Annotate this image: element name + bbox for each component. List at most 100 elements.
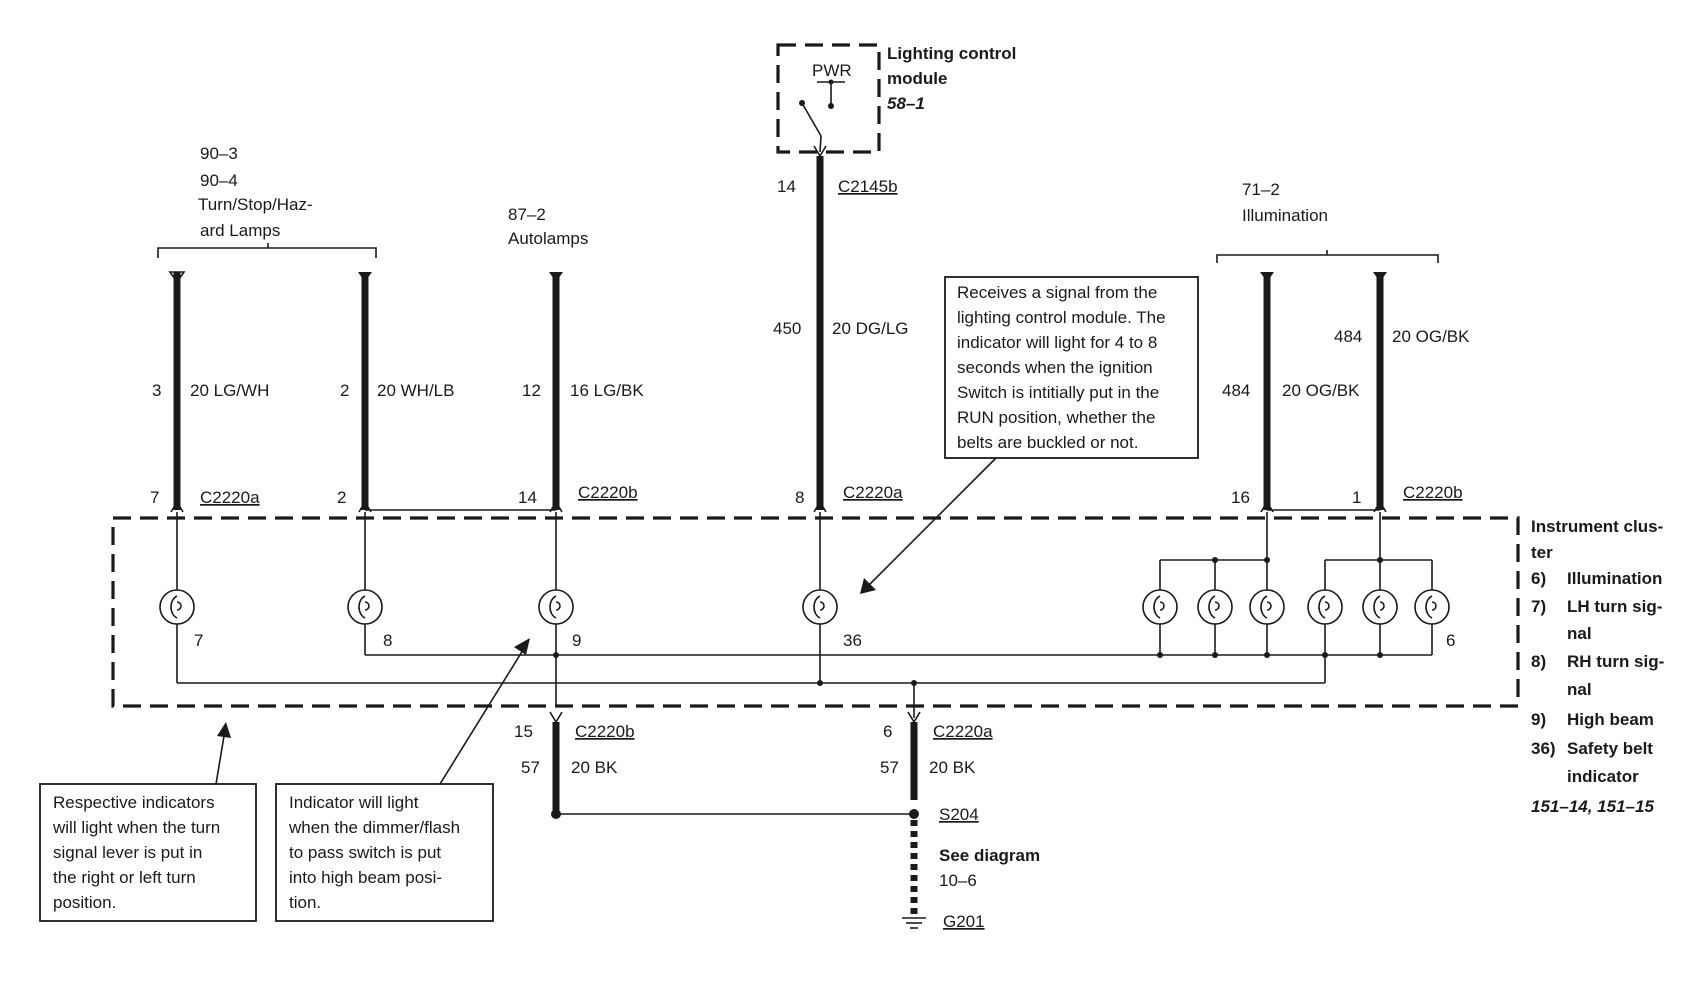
wire2-circuit: 2 [340,381,349,400]
wire-turn-left [168,271,186,513]
cluster-refs: 151–14, 151–15 [1531,797,1654,816]
wire-ground-right [907,711,921,915]
lcm-pin: 14 [777,177,796,196]
note-highbeam-line: Indicator will light [289,793,419,812]
wire-turn-right [358,272,372,513]
legend-6-num: 6) [1531,569,1546,588]
note-seatbelt-arrow [860,457,997,594]
bulb-high-beam-icon [538,589,574,625]
wire5-circuit: 484 [1222,381,1250,400]
conn4-pin: 8 [795,488,804,507]
bulb-illum-3-icon [1249,589,1285,625]
bulb-label-6: 6 [1446,631,1455,650]
note-seatbelt-line: Receives a signal from the [957,283,1157,302]
legend-7-text1: LH turn sig- [1567,597,1662,616]
auto-ref: 87–2 [508,205,546,224]
lcm-name-line2: module [887,69,947,88]
wire3-circuit: 12 [522,381,541,400]
legend-7-num: 7) [1531,597,1546,616]
cluster-title-1: Instrument clus- [1531,517,1663,536]
bulb-label-36: 36 [843,631,862,650]
conn4-name: C2220a [843,483,903,502]
note-seatbelt-line: indicator will light for 4 to 8 [957,333,1157,352]
bottom1-pin: 15 [514,722,533,741]
bulb-illum-4-icon [1307,589,1343,625]
bottom2-conn: C2220a [933,722,993,741]
note-turn-line: the right or left turn [53,868,196,887]
bottom2-pin: 6 [883,722,892,741]
conn6-name: C2220b [1403,483,1463,502]
bulb-illum-2-icon [1197,589,1233,625]
wire1-code: 20 LG/WH [190,381,269,400]
legend-36-text2: indicator [1567,767,1639,786]
legend-8-text1: RH turn sig- [1567,652,1664,671]
legend-7-text2: nal [1567,624,1592,643]
illum-name: Illumination [1242,206,1328,225]
ground1-circuit: 57 [521,758,540,777]
ground2-circuit: 57 [880,758,899,777]
note-seatbelt-line: lighting control module. The [957,308,1166,327]
cluster-title-2: ter [1531,543,1553,562]
turn-ref1: 90–3 [200,144,238,163]
wire-ground-left [549,711,563,819]
conn1-pin: 7 [150,488,159,507]
lcm-switch-symbol [799,79,845,153]
wire4-code: 20 DG/LG [832,319,909,338]
legend-8-num: 8) [1531,652,1546,671]
note-turn-line: signal lever is put in [53,843,202,862]
auto-name: Autolamps [508,229,588,248]
lcm-ref: 58–1 [887,94,925,113]
note-seatbelt-line: seconds when the ignition [957,358,1153,377]
turn-name1: Turn/Stop/Haz- [198,195,313,214]
wire-lcm [813,145,827,513]
ground2-code: 20 BK [929,758,976,777]
bulb-label-8: 8 [383,631,392,650]
note-highbeam-line: into high beam posi- [289,868,442,887]
lcm-connector: C2145b [838,177,898,196]
illum-ref: 71–2 [1242,180,1280,199]
bulb-illum-5-icon [1362,589,1398,625]
instrument-cluster-box [111,516,1520,708]
bottom1-conn: C2220b [575,722,635,741]
wire6-code: 20 OG/BK [1392,327,1470,346]
bulb-illum-6-icon [1414,589,1450,625]
lcm-name-line1: Lighting control [887,44,1016,63]
wire5-code: 20 OG/BK [1282,381,1360,400]
wire6-circuit: 484 [1334,327,1362,346]
note-highbeam-text: Indicator will light when the dimmer/fla… [288,793,460,912]
wire1-circuit: 3 [152,381,161,400]
legend-36-num: 36) [1531,739,1556,758]
note-seatbelt-line: belts are buckled or not. [957,433,1138,452]
conn1-name: C2220a [200,488,260,507]
lcm-dashed-box [776,43,881,154]
conn5-pin: 16 [1231,488,1250,507]
bulb-illum-1-icon [1142,589,1178,625]
bulb-lh-turn-icon [159,589,195,625]
legend-36-text1: Safety belt [1567,739,1653,758]
note-seatbelt-line: Switch is intitially put in the [957,383,1159,402]
turn-name2: ard Lamps [200,221,280,240]
note-highbeam-box [275,783,494,922]
conn6-pin: 1 [1352,488,1361,507]
turn-ref2: 90–4 [200,171,238,190]
note-seatbelt-text: Receives a signal from the lighting cont… [957,283,1166,452]
wire4-circuit: 450 [773,319,801,338]
bulb-label-9: 9 [572,631,581,650]
note-highbeam-line: when the dimmer/flash [288,818,460,837]
note-turn-arrow [215,722,231,785]
legend-9-num: 9) [1531,710,1546,729]
wire2-code: 20 WH/LB [377,381,454,400]
lcm-pwr-label: PWR [812,61,852,80]
note-seatbelt-line: RUN position, whether the [957,408,1155,427]
note-highbeam-line: to pass switch is put [289,843,441,862]
illum-bracket [1216,254,1439,263]
legend-8-text2: nal [1567,680,1592,699]
wire-illum-left [1260,272,1274,513]
ground-symbol-icon [902,917,926,929]
wire-illum-right [1373,272,1387,513]
legend-9-text: High beam [1567,710,1654,729]
conn2-pin: 2 [337,488,346,507]
note-highbeam-line: tion. [289,893,321,912]
bulb-rh-turn-icon [347,589,383,625]
